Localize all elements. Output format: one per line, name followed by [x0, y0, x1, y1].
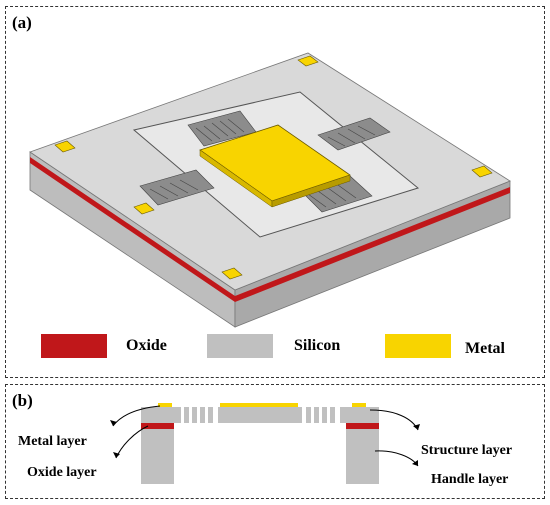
label-structure-layer: Structure layer — [421, 443, 513, 458]
legend-label-oxide: Oxide — [126, 337, 167, 354]
metal-center — [220, 403, 298, 407]
handle-right — [346, 428, 379, 484]
label-handle-layer: Handle layer — [431, 472, 509, 487]
arrow-handle-layer — [374, 450, 419, 467]
legend-label-silicon: Silicon — [294, 337, 341, 354]
legend-label-metal: Metal — [465, 340, 505, 357]
panel-b-tag: (b) — [12, 391, 33, 410]
pad-right — [471, 165, 493, 178]
legend-swatch-silicon — [207, 334, 273, 358]
oxide-left — [141, 423, 174, 429]
metal-pads — [54, 55, 493, 280]
panel-a: (a) — [5, 6, 545, 378]
comb-fingers-right — [306, 407, 335, 423]
label-oxide-layer: Oxide layer — [27, 465, 97, 480]
structure-right — [340, 407, 379, 423]
oxide-stripe-left — [30, 157, 235, 302]
pad-left — [54, 140, 76, 153]
proof-mass-edge-right — [271, 174, 351, 208]
structure-center — [218, 407, 302, 423]
oxide-stripe-right — [235, 187, 510, 302]
comb-left — [139, 169, 215, 206]
handle-left — [141, 428, 174, 484]
comb-right — [317, 117, 391, 151]
oxide-right — [346, 423, 379, 429]
legend-swatch-oxide — [41, 334, 107, 358]
metal-left — [158, 403, 172, 407]
metal-right — [352, 403, 366, 407]
panel-a-tag: (a) — [12, 13, 32, 32]
panel-b: (b) — [5, 384, 545, 499]
comb-fingers-left — [184, 407, 213, 423]
legend-swatch-metal — [385, 334, 451, 358]
pad-mid-left — [133, 202, 155, 215]
structure-left — [141, 407, 181, 423]
label-metal-layer: Metal layer — [18, 434, 87, 449]
pad-bottom — [221, 267, 243, 280]
pad-top-right — [297, 55, 319, 67]
